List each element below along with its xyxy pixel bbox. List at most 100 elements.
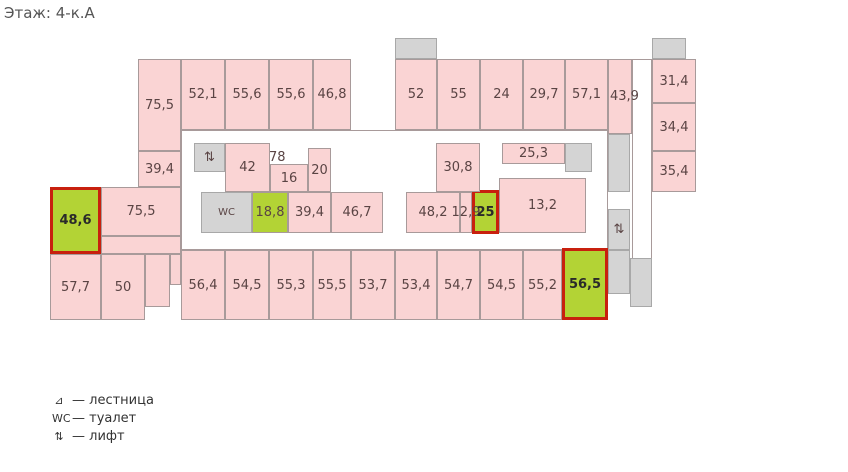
room-label: 34,4 — [659, 119, 689, 135]
room[interactable]: 75,5 — [138, 59, 181, 151]
service-area — [608, 250, 630, 294]
room[interactable]: 57,7 — [50, 254, 101, 320]
room[interactable]: 55,6 — [269, 59, 313, 130]
room-label: 52 — [407, 87, 425, 102]
wc-icon: WC — [201, 192, 252, 233]
room[interactable]: 46,8 — [313, 59, 351, 130]
room-label: 13,2 — [528, 198, 557, 213]
room-label: 54,7 — [444, 277, 473, 293]
room-available-highlighted[interactable]: 56,5 — [562, 248, 608, 320]
room[interactable]: 39,4 — [288, 192, 331, 233]
room-label: 43,9 — [610, 89, 639, 104]
room[interactable]: 53,4 — [395, 250, 437, 320]
room[interactable]: 34,4 — [652, 103, 696, 151]
room-label: 18,8 — [255, 205, 285, 220]
room-label: 57,7 — [61, 279, 90, 295]
room-label: 55,3 — [276, 277, 306, 293]
room-label: 55,6 — [276, 87, 306, 102]
room[interactable]: 16 — [270, 164, 308, 192]
room[interactable]: 48,2 — [406, 192, 460, 233]
room-label: 46,7 — [342, 205, 372, 220]
room[interactable]: 52 — [395, 59, 437, 130]
room[interactable]: 57,1 — [565, 59, 608, 130]
room[interactable]: 56,4 — [181, 250, 225, 320]
room[interactable]: 35,4 — [652, 151, 696, 192]
room-label: 46,8 — [317, 87, 347, 102]
room-label: 39,4 — [145, 161, 174, 177]
room-label: ⇅ — [204, 150, 215, 165]
room[interactable]: 13,2 — [499, 178, 586, 233]
room[interactable]: 75,5 — [101, 187, 181, 236]
room-label: 25,3 — [519, 146, 548, 161]
room-label: 78 — [269, 150, 286, 165]
room-label: 39,4 — [295, 205, 324, 220]
room[interactable]: 52,1 — [181, 59, 225, 130]
legend-label: — лифт — [72, 429, 125, 444]
room[interactable]: 55 — [437, 59, 480, 130]
room-label: 57,1 — [572, 87, 601, 102]
room[interactable]: 54,5 — [225, 250, 269, 320]
legend-label: — туалет — [72, 411, 137, 426]
room[interactable]: 20 — [308, 148, 331, 192]
room[interactable]: 25,3 — [502, 143, 565, 164]
room-label: 30,8 — [443, 160, 473, 175]
room-part — [145, 254, 170, 307]
room-label: 55,5 — [317, 277, 347, 293]
lift-icon: ⇅ — [608, 209, 630, 250]
room-label: 20 — [311, 162, 328, 178]
room[interactable]: 55,2 — [523, 250, 562, 320]
room-label: 55,2 — [528, 277, 557, 293]
legend-item-wc: WC— туалет — [52, 410, 154, 428]
room-label: ⇅ — [613, 222, 625, 237]
room[interactable]: 31,4 — [652, 59, 696, 103]
room[interactable]: 55,6 — [225, 59, 269, 130]
room[interactable]: 54,5 — [480, 250, 523, 320]
room[interactable]: 55,5 — [313, 250, 351, 320]
service-area — [565, 143, 592, 172]
room-label: 56,5 — [568, 276, 602, 292]
room-label: 16 — [280, 170, 298, 186]
room-label: 29,7 — [529, 87, 559, 102]
room-part — [170, 254, 181, 285]
room-label: 53,7 — [358, 277, 388, 293]
room[interactable]: 46,7 — [331, 192, 383, 233]
wc-icon: WC — [52, 412, 71, 425]
room-label: 48,6 — [59, 213, 92, 228]
stairs-icon: ⊿ — [54, 394, 64, 407]
room-label: 50 — [114, 279, 132, 295]
room[interactable]: 18,8 — [252, 192, 288, 233]
room[interactable]: 29,7 — [523, 59, 565, 130]
room-label: 25 — [476, 204, 495, 220]
room-label: 31,4 — [659, 73, 689, 89]
room-label: 56,4 — [188, 277, 218, 293]
service-area — [395, 38, 437, 59]
room-available-highlighted[interactable]: 25 — [472, 190, 499, 234]
room[interactable]: 12,9 — [452, 192, 480, 233]
lift-icon: ⇅ — [54, 430, 64, 443]
room-label: 52,1 — [188, 87, 218, 102]
room-label: 55 — [450, 87, 467, 102]
room-label: 75,5 — [145, 97, 174, 113]
legend-label: — лестница — [72, 393, 154, 408]
room[interactable]: 24 — [480, 59, 523, 130]
room[interactable]: 54,7 — [437, 250, 480, 320]
room-label: 54,5 — [487, 277, 516, 293]
room-label: 35,4 — [659, 164, 689, 179]
room[interactable]: 42 — [225, 143, 270, 192]
room[interactable]: 30,8 — [436, 143, 480, 192]
room-label: 24 — [493, 87, 510, 102]
service-area — [652, 38, 686, 59]
floor-title: Этаж: 4-к.А — [4, 4, 95, 22]
room[interactable]: 55,3 — [269, 250, 313, 320]
legend-item-lift: ⇅ — лифт — [52, 428, 154, 446]
room[interactable]: 43,9 — [608, 59, 639, 134]
room-part — [101, 236, 181, 254]
room-available-highlighted[interactable]: 48,6 — [50, 187, 101, 254]
room-label: 75,5 — [126, 204, 156, 219]
service-area — [630, 258, 652, 307]
room-label: 48,2 — [418, 205, 448, 220]
room[interactable]: 39,4 — [138, 151, 181, 187]
room[interactable]: 50 — [101, 254, 145, 320]
room[interactable]: 53,7 — [351, 250, 395, 320]
room-label: WC — [218, 207, 235, 218]
